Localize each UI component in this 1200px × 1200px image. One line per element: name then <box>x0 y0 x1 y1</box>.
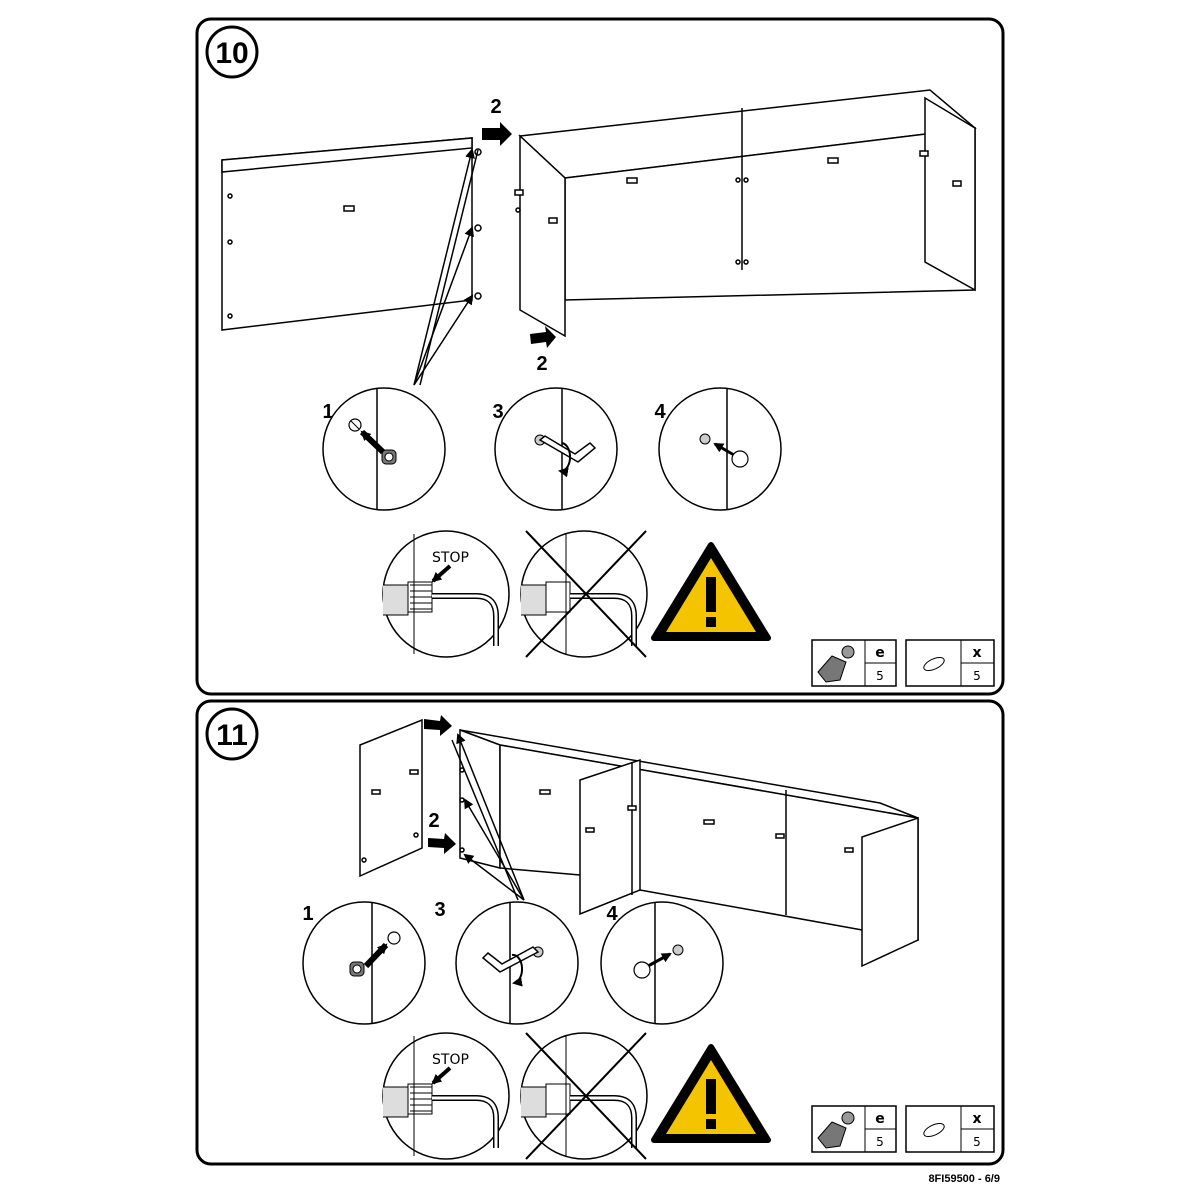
detail-tighten-cam: 3 <box>434 899 579 1025</box>
warning-icon <box>651 1044 771 1143</box>
document-code: 8FI59500 - 6/9 <box>928 1173 1000 1185</box>
push-arrow-top <box>424 715 452 736</box>
step-number-badge: 10 <box>205 25 259 79</box>
cover-cap-icon <box>923 657 945 671</box>
stop-wrong-detail <box>520 1032 648 1160</box>
parts-box-cover-cap: x 5 <box>905 639 995 687</box>
part-qty: 5 <box>973 669 981 683</box>
detail-label: 3 <box>492 401 503 423</box>
parts-box-cam-lock: e 5 <box>811 639 897 687</box>
detail-label: 1 <box>302 903 313 925</box>
detail-insert-cam: 1 <box>322 387 446 511</box>
detail-label: 1 <box>322 401 333 423</box>
cam-hole-guide-lines <box>413 148 479 386</box>
parts-box-cover-cap: x 5 <box>905 1105 995 1153</box>
part-qty: 5 <box>876 1135 884 1149</box>
step-number-badge: 11 <box>205 707 259 761</box>
cabinet-right <box>514 89 977 338</box>
back-panel-left <box>221 137 482 331</box>
cam-lock-icon <box>817 645 855 683</box>
part-letter: e <box>875 645 885 661</box>
cam-hole-guide-lines <box>451 733 525 901</box>
stop-correct-detail: STOP <box>382 530 510 658</box>
warning-icon <box>651 542 771 641</box>
side-panel-left <box>359 718 423 878</box>
part-letter: x <box>972 1111 981 1127</box>
detail-tighten-cam: 3 <box>492 387 618 511</box>
part-letter: x <box>972 645 981 661</box>
arrow-label-bottom: 2 <box>536 353 547 375</box>
step-number: 10 <box>215 37 248 70</box>
detail-insert-cam: 1 <box>302 901 426 1025</box>
detail-cover-cap: 4 <box>654 387 782 511</box>
stop-wrong-detail <box>520 530 648 658</box>
allen-key-icon <box>538 435 597 463</box>
allen-key-icon <box>481 946 540 973</box>
push-arrow-bottom: 2 <box>530 326 556 375</box>
cover-cap-icon <box>923 1123 945 1137</box>
part-qty: 5 <box>876 669 884 683</box>
detail-label: 3 <box>434 899 445 921</box>
part-qty: 5 <box>973 1135 981 1149</box>
push-arrow-bottom: 2 <box>428 810 456 854</box>
step-11-panel: 11 <box>195 699 1005 1166</box>
arrow-label: 2 <box>428 810 439 832</box>
stop-label: STOP <box>432 550 469 566</box>
part-letter: e <box>875 1111 885 1127</box>
arrow-label: 2 <box>490 96 501 118</box>
cam-lock-icon <box>817 1111 855 1149</box>
detail-label: 4 <box>654 401 666 423</box>
detail-cover-cap: 4 <box>600 901 724 1025</box>
parts-box-cam-lock: e 5 <box>811 1105 897 1153</box>
stop-correct-detail: STOP <box>382 1032 510 1160</box>
stop-label: STOP <box>432 1052 469 1068</box>
step-number: 11 <box>216 719 248 752</box>
push-arrow-top: 2 <box>482 96 512 146</box>
detail-label: 4 <box>606 903 618 925</box>
step-10-panel: 10 <box>195 17 1005 696</box>
cabinet-body <box>459 728 919 968</box>
